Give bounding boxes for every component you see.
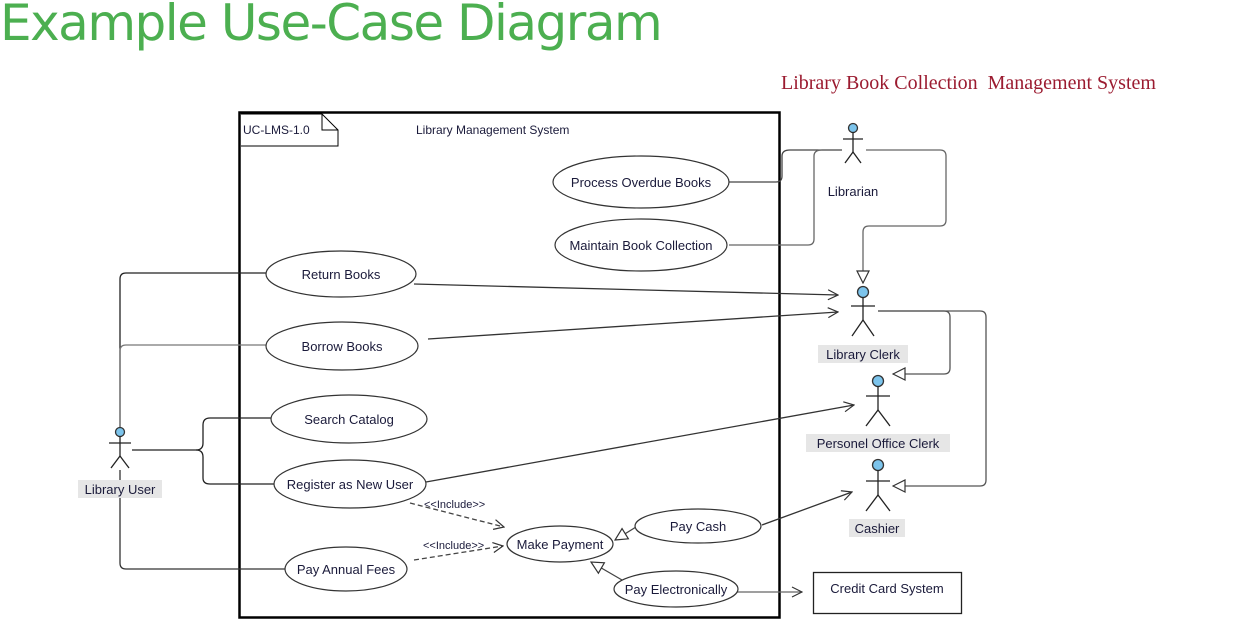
assoc-pay-cash-cashier: [761, 492, 852, 526]
actor-stick-figure-icon: [865, 374, 891, 427]
actor-librarian[interactable]: Librarian: [828, 122, 879, 200]
assoc-return-books-clerk: [413, 283, 838, 295]
use-case-label: Make Payment: [517, 537, 604, 552]
use-case-borrow-books[interactable]: Borrow Books: [265, 321, 419, 371]
diagram-subtitle: Library Book Collection Management Syste…: [781, 72, 1156, 94]
assoc-librarian-process-overdue: [729, 149, 842, 183]
use-case-label: Pay Cash: [670, 519, 726, 534]
use-case-search-catalog[interactable]: Search Catalog: [270, 394, 428, 444]
actor-personel-office-clerk[interactable]: Personel Office Clerk: [806, 374, 950, 453]
assoc-user-return-books: [119, 272, 266, 428]
include-label: <<Include>>: [424, 499, 485, 511]
generalization-pay-cash-make-payment: [615, 526, 637, 540]
system-id-tag: UC-LMS-1.0: [243, 123, 310, 137]
use-case-pay-cash[interactable]: Pay Cash: [634, 508, 762, 544]
assoc-user-register: [195, 449, 274, 485]
generalization-clerk-personel: [878, 310, 951, 374]
use-case-label: Return Books: [302, 267, 381, 282]
use-case-make-payment[interactable]: Make Payment: [506, 525, 614, 563]
use-case-label: Maintain Book Collection: [569, 238, 712, 253]
page-title: Example Use-Case Diagram: [0, 0, 663, 52]
use-case-pay-annual-fees[interactable]: Pay Annual Fees: [284, 546, 408, 592]
include-register-make-payment: [409, 502, 504, 527]
actor-library-user[interactable]: Library User: [78, 426, 162, 499]
generalization-librarian-clerk: [863, 149, 947, 283]
use-case-register-user[interactable]: Register as New User: [273, 459, 427, 509]
actor-stick-figure-icon: [109, 426, 131, 469]
assoc-librarian-maintain-collection: [729, 149, 823, 246]
assoc-user-search-catalog: [132, 417, 271, 451]
actor-stick-figure-icon: [851, 285, 875, 337]
actor-stick-figure-icon: [843, 122, 863, 164]
include-label: <<Include>>: [423, 540, 484, 552]
assoc-borrow-books-clerk: [427, 312, 838, 340]
external-system-label: Credit Card System: [830, 581, 943, 596]
use-case-label: Process Overdue Books: [571, 175, 712, 190]
use-case-pay-electronically[interactable]: Pay Electronically: [613, 570, 739, 608]
assoc-user-borrow-books: [119, 344, 266, 428]
include-annual-fees-make-payment: [413, 546, 503, 561]
actor-label-bg: [849, 519, 905, 537]
actor-label: Library User: [85, 482, 156, 497]
actor-label: Librarian: [828, 184, 879, 199]
use-case-return-books[interactable]: Return Books: [265, 250, 417, 298]
generalization-pay-electronically-make-payment: [591, 562, 623, 581]
actor-cashier[interactable]: Cashier: [849, 458, 905, 538]
external-system-credit-card[interactable]: Credit Card System: [812, 571, 963, 615]
actor-library-clerk[interactable]: Library Clerk: [818, 285, 908, 364]
assoc-register-personel-clerk: [425, 405, 854, 483]
actor-stick-figure-icon: [865, 458, 891, 512]
use-case-label: Borrow Books: [302, 339, 383, 354]
assoc-user-pay-annual-fees: [119, 470, 287, 570]
connectors: [119, 149, 987, 592]
system-name: Library Management System: [416, 123, 569, 137]
actor-label-bg: [78, 480, 162, 498]
actor-label: Cashier: [855, 521, 900, 536]
use-case-maintain-collection[interactable]: Maintain Book Collection: [554, 218, 728, 272]
system-boundary: UC-LMS-1.0 Library Management System: [238, 111, 781, 619]
use-case-label: Pay Electronically: [625, 582, 728, 597]
use-case-label: Register as New User: [287, 477, 414, 492]
use-case-label: Search Catalog: [304, 412, 394, 427]
generalization-clerk-cashier: [878, 310, 987, 486]
actor-label-bg: [806, 434, 950, 452]
actor-label: Library Clerk: [826, 347, 900, 362]
actor-label: Personel Office Clerk: [817, 436, 940, 451]
use-case-process-overdue[interactable]: Process Overdue Books: [552, 155, 730, 209]
use-case-label: Pay Annual Fees: [297, 562, 396, 577]
actor-label-bg: [818, 345, 908, 363]
